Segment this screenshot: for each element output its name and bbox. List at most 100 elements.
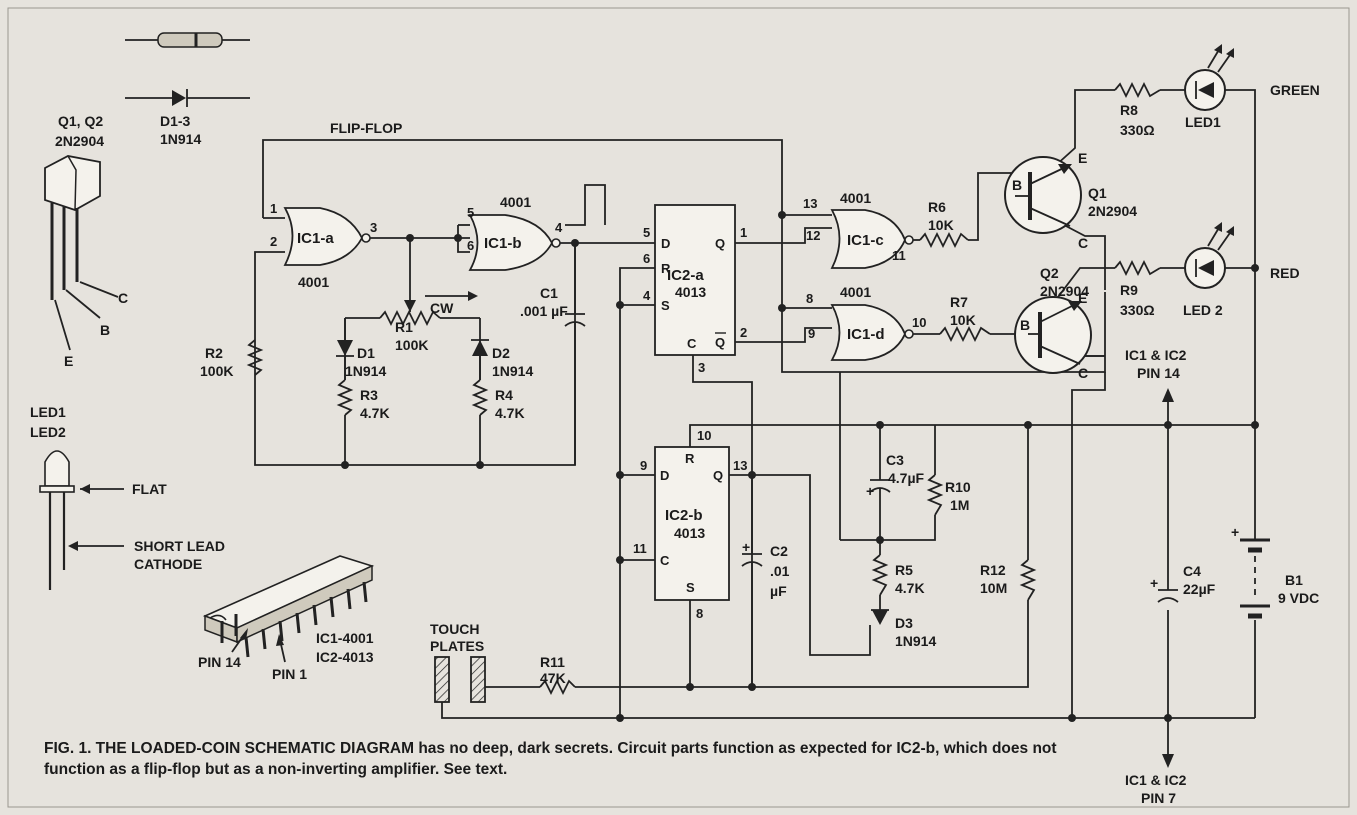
q1-base-label: B <box>1012 177 1022 193</box>
pwr-top-label1: IC1 & IC2 <box>1125 347 1187 363</box>
ic2b-s-pin: S <box>686 580 695 595</box>
ic-list-4001: IC1-4001 <box>316 630 374 646</box>
r10-name: R10 <box>945 479 971 495</box>
ic2a-r-pin: R <box>661 261 671 276</box>
c4-value: 22µF <box>1183 581 1216 597</box>
diode-d2 <box>471 339 489 380</box>
c2-plus: + <box>742 539 750 555</box>
caption-lead: FIG. 1. THE LOADED-COIN SCHEMATIC DIAGRA… <box>44 740 414 757</box>
pin-3-ic2a: 3 <box>698 360 705 375</box>
resistor-r9 <box>1114 259 1161 277</box>
ic-pin1-label: PIN 1 <box>272 666 307 682</box>
gate-ic1-c-part: 4001 <box>840 190 871 206</box>
r8-name: R8 <box>1120 102 1138 118</box>
diode-d3 <box>871 609 889 625</box>
pin-1-ic2a: 1 <box>740 225 747 240</box>
ic-dip-illustration <box>202 555 375 663</box>
pin-8-ic1d: 8 <box>806 291 813 306</box>
c4-plus: + <box>1150 575 1158 591</box>
r8-value: 330Ω <box>1120 122 1155 138</box>
d3-value: 1N914 <box>895 633 936 649</box>
led1-name: LED1 <box>1185 114 1221 130</box>
led-cathode-label: CATHODE <box>134 556 202 572</box>
ic2a-qbar-pin: Q <box>715 335 725 350</box>
d2-name: D2 <box>492 345 510 361</box>
power-arrow-down <box>1162 754 1174 768</box>
pin-9-ic2b: 9 <box>640 458 647 473</box>
c3-name: C3 <box>886 452 904 468</box>
transistor-pin-e: E <box>64 353 73 369</box>
q2-base-label: B <box>1020 317 1030 333</box>
pwr-bot-label1: IC1 & IC2 <box>1125 772 1187 788</box>
led1-symbol <box>1184 44 1234 111</box>
r1-name: R1 <box>395 319 413 335</box>
resistor-r4 <box>471 379 489 416</box>
diode-d1 <box>336 318 354 380</box>
c1-name: C1 <box>540 285 558 301</box>
r9-value: 330Ω <box>1120 302 1155 318</box>
transistor-pin-c: C <box>118 290 128 306</box>
junction-dots <box>341 211 1259 722</box>
r3-value: 4.7K <box>360 405 390 421</box>
led-legend-name2: LED2 <box>30 424 66 440</box>
b1-name: B1 <box>1285 572 1303 588</box>
c2-value2: µF <box>770 583 787 599</box>
r6-name: R6 <box>928 199 946 215</box>
pin-8-ic2b: 8 <box>696 606 703 621</box>
transistor-q2 <box>1014 296 1092 374</box>
r10-value: 1M <box>950 497 969 513</box>
pin-12-ic1c: 12 <box>806 228 820 243</box>
resistor-r7 <box>939 325 991 343</box>
figure-border <box>7 7 1350 808</box>
led-flat-label: FLAT <box>132 481 167 497</box>
gate-ic1-d <box>830 304 914 361</box>
resistor-r3 <box>336 379 354 416</box>
q1-emitter-label: E <box>1078 150 1087 166</box>
r6-value: 10K <box>928 217 954 233</box>
gate-ic1-b <box>468 214 561 271</box>
flipflop-label: FLIP-FLOP <box>330 120 402 136</box>
r9-name: R9 <box>1120 282 1138 298</box>
pin-11-ic1c: 11 <box>892 248 906 263</box>
gate-ic1-a-label: IC1-a <box>297 230 334 247</box>
pwr-top-label2: PIN 14 <box>1137 365 1180 381</box>
capacitor-c3 <box>869 479 891 512</box>
r5-name: R5 <box>895 562 913 578</box>
led2-name: LED 2 <box>1183 302 1223 318</box>
ic2a-c-pin: C <box>687 336 697 351</box>
q2-collector-label: C <box>1078 365 1088 381</box>
r7-name: R7 <box>950 294 968 310</box>
resistor-r8 <box>1114 81 1161 99</box>
r1-value: 100K <box>395 337 428 353</box>
c4-name: C4 <box>1183 563 1201 579</box>
r11-value: 47K <box>540 670 566 686</box>
r7-value: 10K <box>950 312 976 328</box>
gate-ic1-d-label: IC1-d <box>847 326 885 343</box>
touch-plates <box>434 656 490 703</box>
r11-name: R11 <box>540 654 565 670</box>
q1-value: 2N2904 <box>1088 203 1137 219</box>
r5-value: 4.7K <box>895 580 925 596</box>
ic-list-4013: IC2-4013 <box>316 649 374 665</box>
square-wave-icon <box>565 184 606 226</box>
q2-name: Q2 <box>1040 265 1059 281</box>
gate-ic1-b-label: IC1-b <box>484 235 522 252</box>
c3-plus: + <box>866 483 874 499</box>
r4-value: 4.7K <box>495 405 525 421</box>
r2-name: R2 <box>205 345 223 361</box>
pin-13-ic1c: 13 <box>803 196 817 211</box>
transistor-q1 <box>1004 156 1082 234</box>
touch-label2: PLATES <box>430 638 484 654</box>
pin-5-ic1b: 5 <box>467 205 474 220</box>
r3-name: R3 <box>360 387 378 403</box>
pin-5-ic2a: 5 <box>643 225 650 240</box>
pin-4-ic1b: 4 <box>555 220 563 235</box>
pin-6-ic1b: 6 <box>467 238 474 253</box>
caption-text: has no deep, dark secrets. Circuit parts… <box>44 740 1057 778</box>
q1-name: Q1 <box>1088 185 1107 201</box>
red-label: RED <box>1270 265 1300 281</box>
cw-label: CW <box>430 300 454 316</box>
pin-2-ic1a: 2 <box>270 234 277 249</box>
ic2b-r-pin: R <box>685 451 695 466</box>
